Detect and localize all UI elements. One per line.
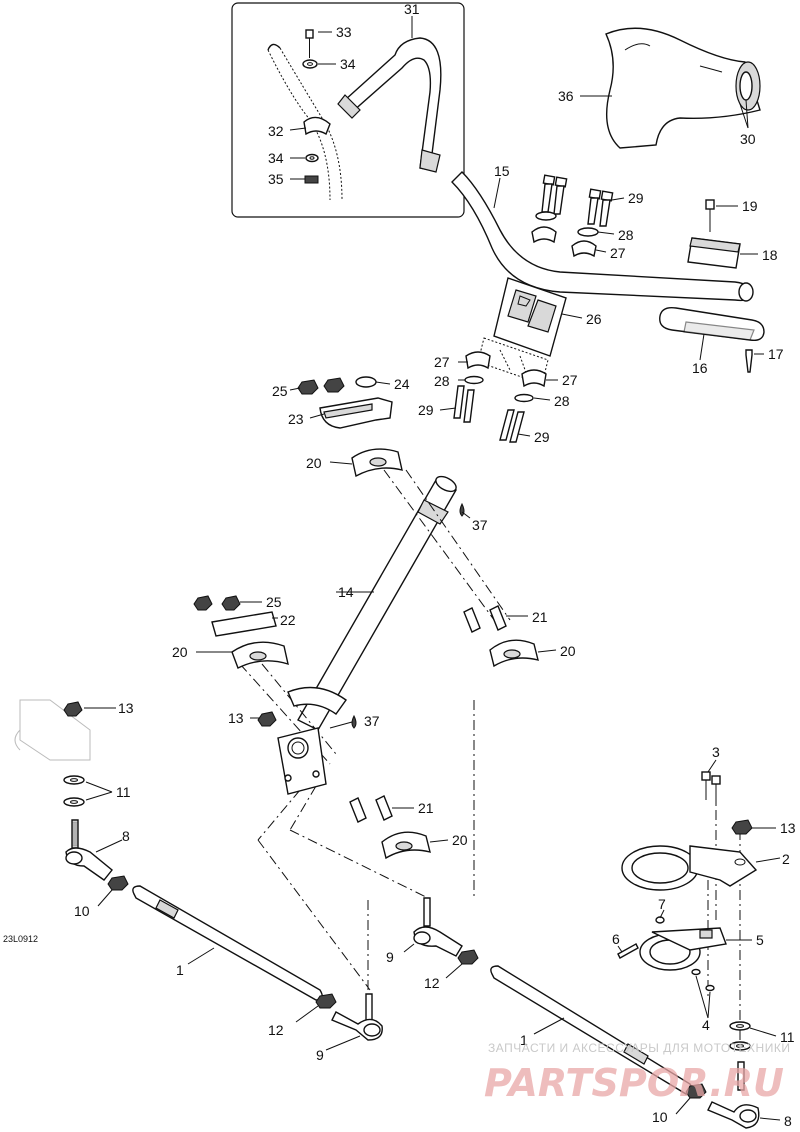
callout-28a: 28: [618, 227, 634, 243]
callout-28c: 28: [554, 393, 570, 409]
callout-2: 2: [782, 851, 790, 867]
grip-and-bar-end: 19 18 16 17: [659, 198, 784, 376]
callout-17: 17: [768, 346, 784, 362]
callout-27a: 27: [610, 245, 626, 261]
callout-34b: 34: [268, 150, 284, 166]
callout-25b: 25: [266, 594, 282, 610]
callout-29a: 29: [628, 190, 644, 206]
callout-31: 31: [404, 1, 420, 17]
left-mount-bracket: 13 11: [14, 699, 134, 807]
callout-13a: 13: [228, 710, 244, 726]
watermark-tagline: ЗАПЧАСТИ И АКСЕССУАРЫ ДЛЯ МОТОТЕХНИКИ: [488, 1041, 790, 1055]
callout-25a: 25: [272, 383, 288, 399]
callout-13b: 13: [118, 700, 134, 716]
watermark: ЗАПЧАСТИ И АКСЕССУАРЫ ДЛЯ МОТОТЕХНИКИ PA…: [484, 1041, 790, 1105]
callout-6: 6: [612, 931, 620, 947]
callout-29b: 29: [418, 402, 434, 418]
callout-3: 3: [712, 744, 720, 760]
riser-block: 26: [477, 277, 602, 385]
left-middle-clamp: 25 22 20: [172, 594, 296, 669]
callout-12a: 12: [424, 975, 440, 991]
callout-18: 18: [762, 247, 778, 263]
callout-20a: 20: [306, 455, 322, 471]
callout-23: 23: [288, 411, 304, 427]
steering-bearing-bracket: 3 13 2 5 7 6 4: [612, 744, 796, 1051]
callout-15: 15: [494, 163, 510, 179]
callout-1b: 1: [520, 1032, 528, 1048]
callout-9a: 9: [386, 949, 394, 965]
callout-8a: 8: [122, 828, 130, 844]
callout-28b: 28: [434, 373, 450, 389]
callout-20d: 20: [452, 832, 468, 848]
callout-10b: 10: [652, 1109, 668, 1125]
watermark-brand: PARTSPOR.RU: [484, 1061, 784, 1105]
callout-11a: 11: [116, 784, 131, 800]
right-lower-clamp-upper: 21 20: [463, 605, 576, 668]
callout-24: 24: [394, 376, 410, 392]
callout-1a: 1: [176, 962, 184, 978]
callout-13c: 13: [780, 820, 796, 836]
callout-37a: 37: [472, 517, 488, 533]
detail-inset: 33 34 32 34 35 31: [231, 1, 465, 218]
upper-column-support: 25 24 23 20: [272, 376, 410, 478]
lower-riser-hardware: 27 27 28 28 29 29: [418, 351, 578, 445]
right-lower-clamp-lower: 21 20: [349, 795, 468, 860]
callout-30: 30: [740, 131, 756, 147]
callout-37b: 37: [364, 713, 380, 729]
center-tie-rod-ends: 9 12 12 9: [268, 897, 479, 1063]
callout-26: 26: [586, 311, 602, 327]
callout-21a: 21: [532, 609, 548, 625]
tie-rod-left: 1: [132, 885, 323, 1001]
callout-27c: 27: [562, 372, 578, 388]
callout-34a: 34: [340, 56, 356, 72]
steering-arm-plate: 13 37: [228, 686, 380, 795]
callout-20c: 20: [172, 644, 188, 660]
callout-12b: 12: [268, 1022, 284, 1038]
callout-19: 19: [742, 198, 758, 214]
callout-33: 33: [336, 24, 352, 40]
callout-16: 16: [692, 360, 708, 376]
callout-4: 4: [702, 1017, 710, 1033]
callout-27b: 27: [434, 354, 450, 370]
callout-14: 14: [338, 584, 354, 600]
left-tie-rod-end: 8 10: [65, 819, 130, 919]
callout-8b: 8: [784, 1113, 792, 1129]
callout-20b: 20: [560, 643, 576, 659]
callout-7: 7: [658, 896, 666, 912]
callout-22: 22: [280, 612, 296, 628]
handlebar-pad: 36 30: [558, 27, 761, 149]
callout-9b: 9: [316, 1047, 324, 1063]
callout-32: 32: [268, 123, 284, 139]
callout-36: 36: [558, 88, 574, 104]
callout-29c: 29: [534, 429, 550, 445]
callout-35: 35: [268, 171, 284, 187]
diagram-code: 23L0912: [3, 934, 38, 944]
callout-21b: 21: [418, 800, 434, 816]
callout-10a: 10: [74, 903, 90, 919]
upper-clamp-hardware: 29 28 27: [531, 174, 644, 261]
handlebar: 15: [451, 163, 754, 302]
right-tie-rod-end: 10 8: [652, 1061, 792, 1129]
callout-11b: 11: [780, 1029, 795, 1045]
callout-5: 5: [756, 932, 764, 948]
